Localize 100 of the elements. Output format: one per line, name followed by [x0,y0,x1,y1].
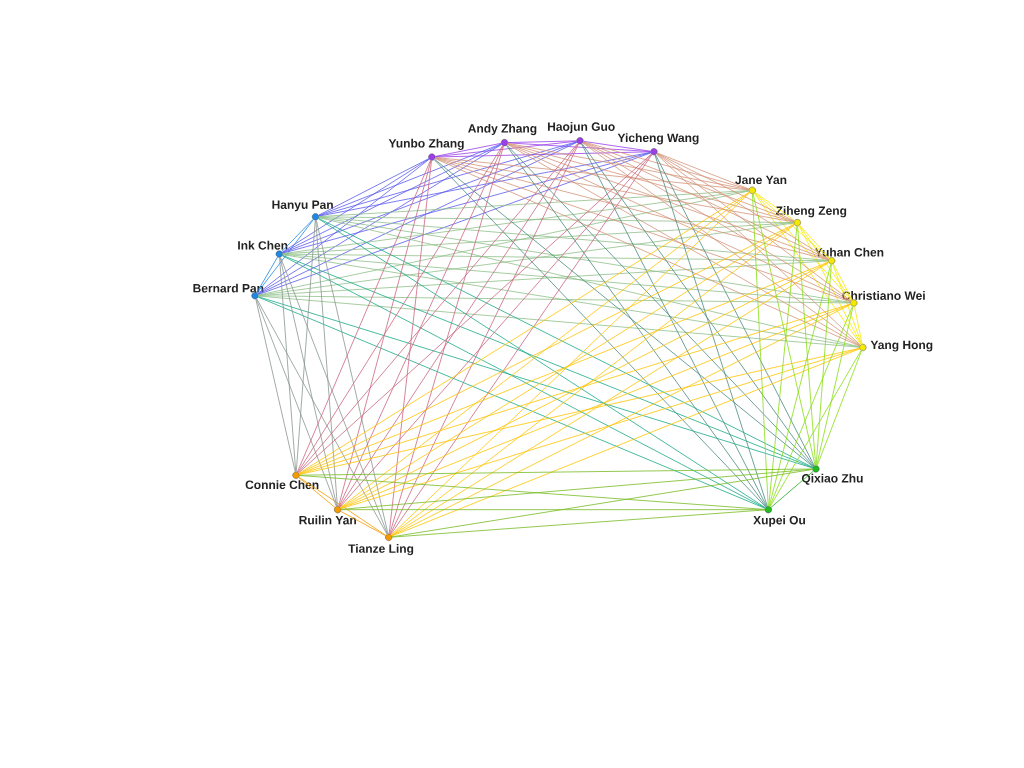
edge-line [583,140,651,152]
edge-line [434,157,829,261]
edge-line [507,142,750,191]
edge-line [257,141,578,295]
edge-line [391,348,860,537]
edge-line [298,191,750,474]
edge-line [434,142,502,157]
network-node: Ruilin Yan [299,506,356,525]
node-label: Hanyu Pan [272,200,333,212]
edge-line [318,158,430,216]
node-label: Andy Zhang [468,123,537,136]
network-node: Qixiao Zhu [801,465,863,485]
edge-line [797,225,817,466]
edge-line [798,225,862,345]
edge-line [753,192,862,345]
network-node: Yunbo Zhang [388,138,464,161]
edge-line [298,476,387,536]
edge-line [258,295,851,304]
edge-line [433,159,767,508]
edge-line [754,192,852,301]
network-node: Andy Zhang [468,123,537,147]
edge-line [583,141,750,190]
edge-line [656,153,852,302]
network-node: Hanyu Pan [272,200,333,221]
edge-line [338,160,432,507]
node-label: Ink Chen [238,240,288,250]
edge-line [318,141,577,217]
edge-line [434,158,814,468]
edge-line [257,296,766,509]
edge-line [318,217,860,348]
edge-line [769,350,862,507]
edge-line [769,305,853,507]
edge-line [506,145,767,508]
edge-line [507,143,851,302]
edge-line [282,143,502,253]
edge-line [279,257,338,507]
edge-line [854,306,863,345]
edge-line [391,262,830,536]
edge-line [338,145,504,507]
edge-line [279,257,297,473]
edge-line [655,154,815,467]
edge-line [434,157,795,223]
node-label: Tianze Ling [348,544,414,556]
node-label: Haojun Guo [547,122,615,134]
edge-line [656,152,795,222]
edge-line [582,141,829,260]
edge-line [340,261,829,509]
edge-line [297,143,579,473]
edge-line [340,348,860,509]
edge-line [340,303,851,509]
edge-line [281,218,314,252]
edge-line [258,222,795,296]
network-node: Haojun Guo [548,122,615,145]
edge-line [656,153,861,346]
network-node: Jane Yan [735,175,787,194]
network-node: Tianze Ling [348,533,414,556]
edge-line [258,295,860,348]
edge-line [754,192,830,259]
edge-line [435,157,750,191]
node-label: Yunbo Zhang [388,138,464,150]
edge-line [282,255,766,509]
edge-line [390,154,653,535]
edge-line [582,142,852,302]
edge-line [256,256,278,294]
edge-line [507,144,861,347]
edge-line [832,263,853,301]
edge-line [770,470,814,508]
edge-line [832,263,863,345]
edge-line [656,153,830,260]
edge-line [339,153,652,508]
edge-line [391,304,852,537]
edge-line [391,224,795,536]
node-label: Xupei Ou [753,515,806,527]
edge-line [258,296,813,469]
edge-line [297,145,504,473]
edge-line [255,298,337,507]
edge-line [281,158,430,253]
edge-line [298,153,652,474]
edge-line [434,158,860,347]
edge-line [816,306,854,466]
edge-line [389,145,504,535]
node-label: Ruilin Yan [299,515,356,525]
edge-line [581,143,815,467]
edge-line [582,141,795,222]
edge-line [299,347,860,475]
node-label: Yicheng Wang [617,133,699,145]
edge-line [768,225,798,507]
edge-line [752,193,816,466]
edge-line [318,143,502,216]
edge-line [318,152,651,217]
edge-line [507,142,651,152]
node-label: Qixiao Zhu [801,473,863,485]
edge-line [258,190,750,296]
network-node: Yang Hong [859,340,933,352]
edge-line [506,144,814,467]
edge-line [388,160,432,535]
edge-line [257,158,430,294]
edge-line [255,298,296,473]
edge-line [340,192,750,508]
edge-line [391,509,766,538]
